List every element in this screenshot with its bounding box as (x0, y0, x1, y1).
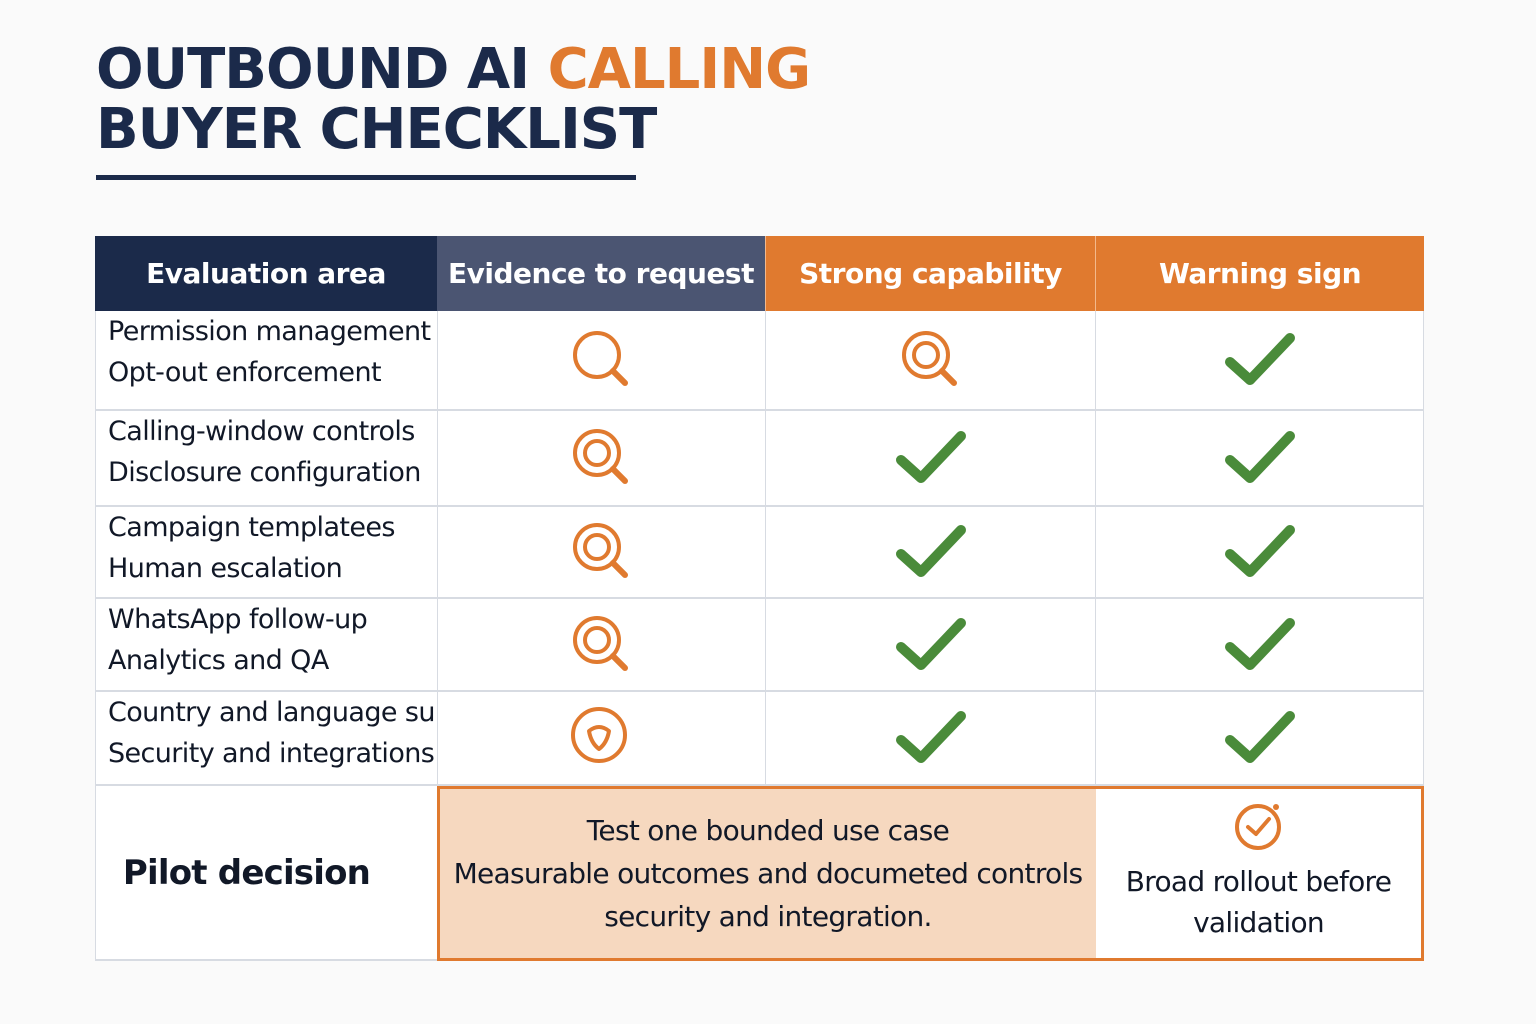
evaluation-area-label: Human escalation (108, 553, 343, 584)
warning-sign-cell (1095, 599, 1424, 692)
evidence-cell (437, 692, 765, 786)
strong-capability-cell (765, 599, 1095, 692)
check-icon (1222, 708, 1298, 768)
pilot-strong-line: Test one bounded use case (586, 814, 950, 847)
warning-sign-cell (1095, 692, 1424, 786)
pilot-decision-label: Pilot decision (95, 786, 437, 961)
header-evaluation-area: Evaluation area (95, 236, 437, 311)
target-magnifier-icon (569, 612, 635, 678)
title-line1-main: OUTBOUND AI (96, 37, 548, 102)
pilot-warning-line: validation (1193, 906, 1325, 939)
shield-circle-icon (569, 705, 635, 771)
check-icon (1222, 522, 1298, 582)
pilot-strong-line: security and integration. (604, 900, 932, 933)
pilot-strong-line: Measurable outcomes and documeted contro… (453, 857, 1084, 890)
evaluation-area-label: Security and integrations (108, 738, 435, 769)
check-icon (893, 708, 969, 768)
strong-capability-cell (765, 411, 1095, 507)
evidence-cell (437, 311, 765, 411)
header-strong-capability: Strong capability (765, 236, 1095, 311)
evidence-cell (437, 411, 765, 507)
pilot-warning-line: Broad rollout before (1125, 865, 1392, 898)
header-warning-sign: Warning sign (1095, 236, 1424, 311)
title-underline (96, 175, 636, 180)
magnifier-icon (569, 327, 635, 393)
check-icon (1222, 428, 1298, 488)
warning-sign-cell (1095, 411, 1424, 507)
title-line2: BUYER CHECKLIST (96, 97, 657, 162)
pilot-strong-cell: Test one bounded use case Measurable out… (440, 789, 1096, 958)
check-icon (1222, 330, 1298, 390)
check-icon (893, 615, 969, 675)
check-icon (893, 522, 969, 582)
target-magnifier-icon (898, 327, 964, 393)
check-icon (1222, 615, 1298, 675)
evidence-cell (437, 599, 765, 692)
circle-check-icon (1232, 799, 1286, 853)
evaluation-area-label: WhatsApp follow-up (108, 604, 368, 635)
strong-capability-cell (765, 311, 1095, 411)
checklist-table: Evaluation area Evidence to request Stro… (95, 236, 1424, 961)
evaluation-area-label: Analytics and QA (108, 645, 329, 676)
pilot-decision-box: Test one bounded use case Measurable out… (437, 786, 1424, 961)
target-magnifier-icon (569, 425, 635, 491)
evaluation-area-label: Disclosure configuration (108, 457, 421, 488)
evaluation-area-label: Calling-window controls (108, 416, 415, 447)
pilot-warning-cell: Broad rollout before validation (1096, 789, 1421, 958)
header-evidence-to-request: Evidence to request (437, 236, 765, 311)
warning-sign-cell (1095, 311, 1424, 411)
evidence-cell (437, 507, 765, 599)
target-magnifier-icon (569, 519, 635, 585)
title-line1-accent: CALLING (547, 37, 811, 102)
strong-capability-cell (765, 507, 1095, 599)
evaluation-area-label: Permission management (108, 316, 431, 347)
evaluation-area-label: Campaign templatees (108, 512, 395, 543)
strong-capability-cell (765, 692, 1095, 786)
check-icon (893, 428, 969, 488)
evaluation-area-label: Opt-out enforcement (108, 357, 382, 388)
warning-sign-cell (1095, 507, 1424, 599)
page-title: OUTBOUND AI CALLING BUYER CHECKLIST (96, 37, 811, 162)
